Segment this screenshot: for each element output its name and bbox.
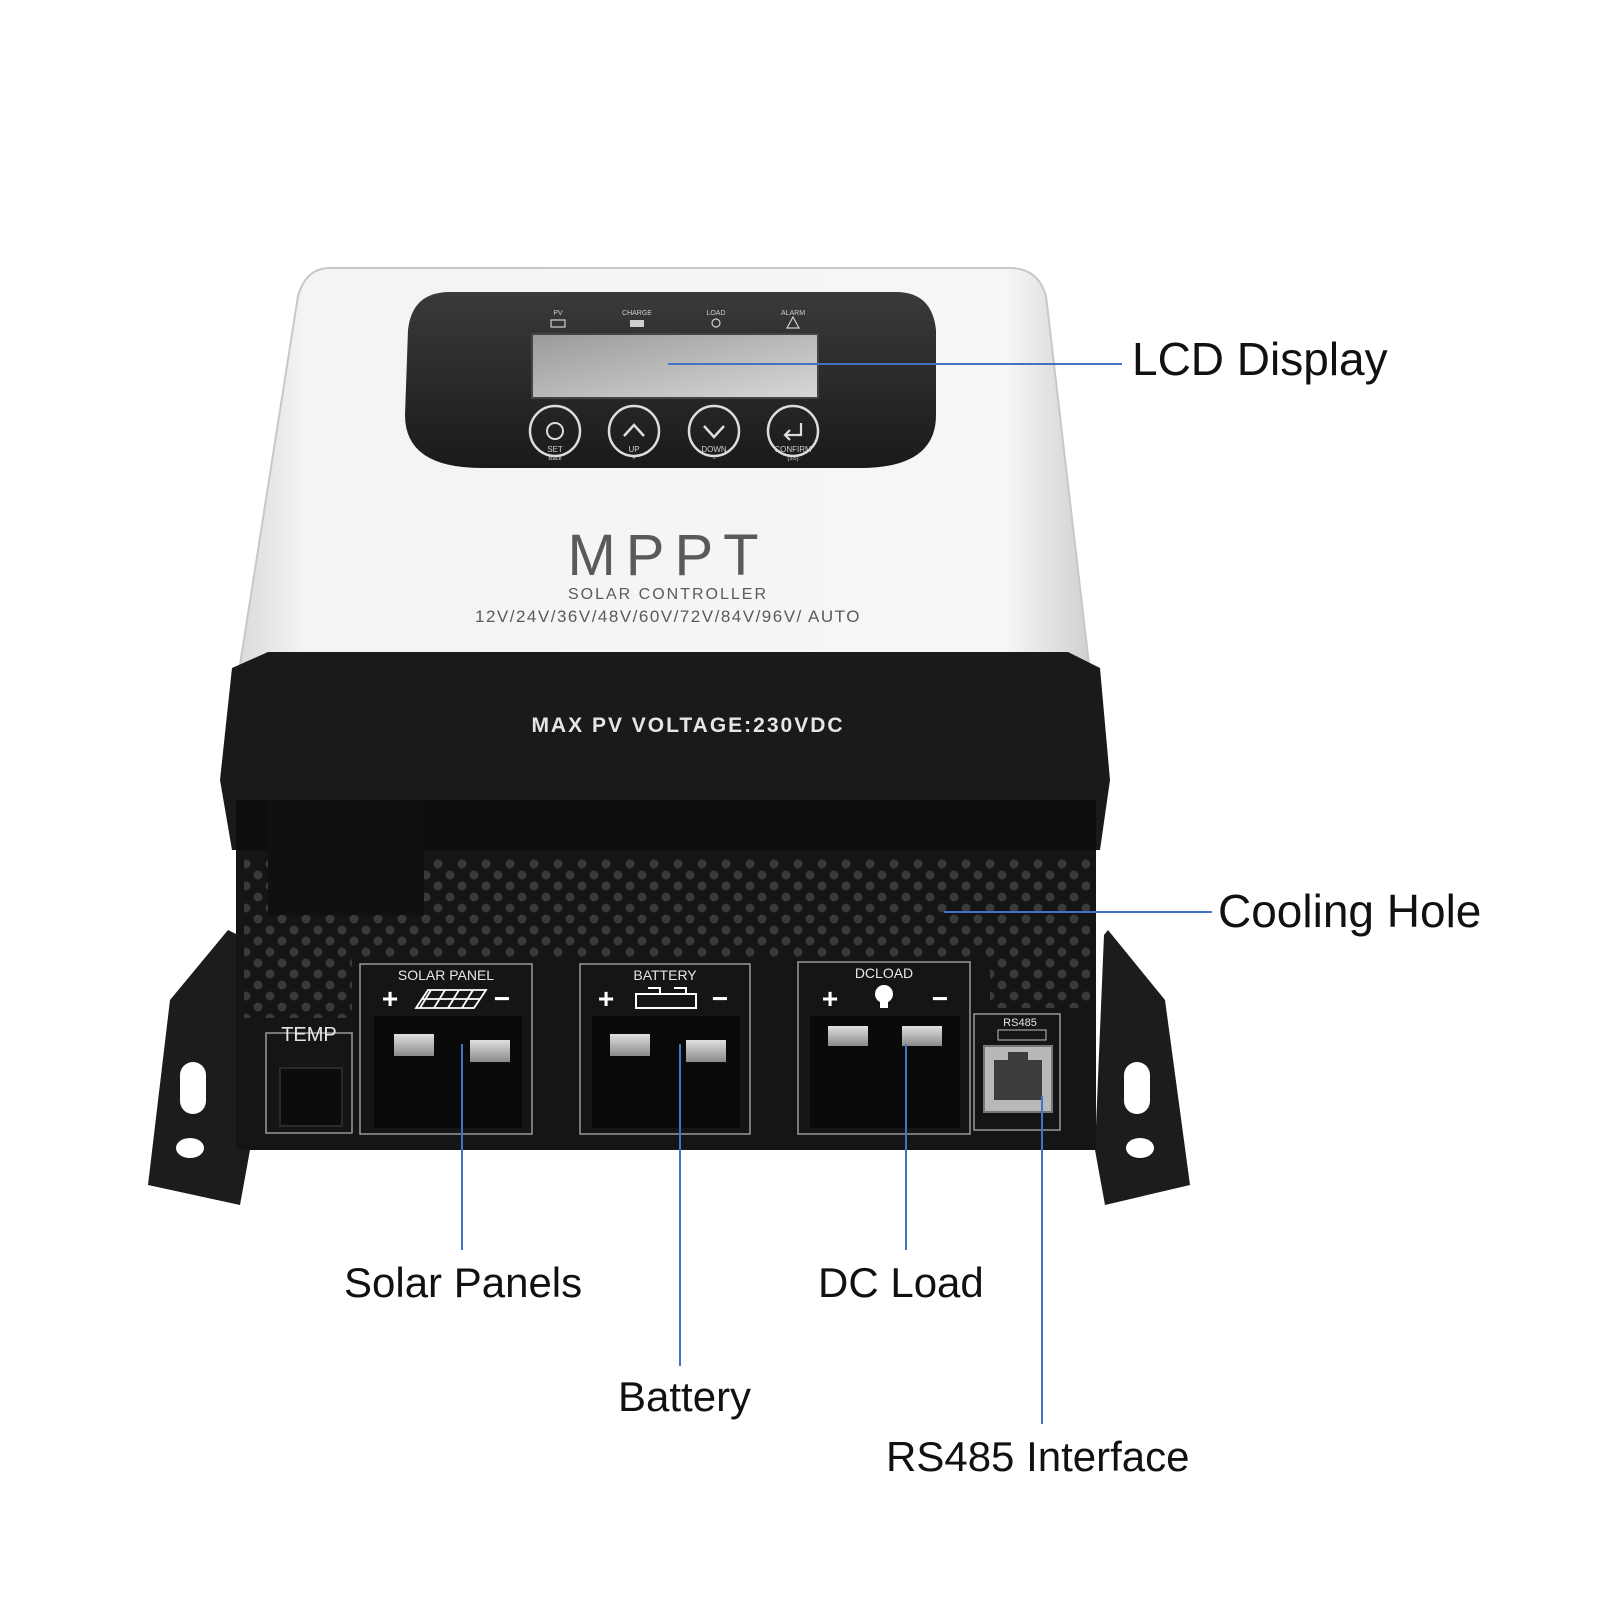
temp-label: TEMP — [281, 1024, 337, 1046]
button-row: SET Back UP + DOWN − CONFIRM (3S) — [528, 404, 820, 462]
dcload-plus: + — [822, 983, 838, 1014]
refresh-icon — [546, 422, 564, 440]
battery-callout: Battery — [618, 1373, 752, 1420]
brand-title: MPPT — [567, 523, 768, 588]
warning-indicator-icon — [785, 315, 801, 329]
chevron-up-icon — [623, 423, 645, 437]
solar-terminal-block — [374, 1016, 522, 1128]
enter-icon — [783, 423, 803, 441]
dcload-minus: − — [932, 983, 948, 1014]
button-sublabel: + — [632, 456, 636, 462]
indicator-label: LOAD — [706, 310, 725, 317]
button-label: CONFIRM — [774, 445, 812, 454]
cooling-holes-side-left — [244, 958, 352, 1018]
indicator-label: PV — [553, 310, 563, 317]
rs485-label: RS485 — [1003, 1017, 1037, 1029]
battery-terminal-plus-screw[interactable] — [610, 1034, 650, 1056]
confirm-button[interactable] — [766, 404, 820, 458]
battery-indicator-icon — [630, 320, 644, 327]
button-sublabel: Back — [548, 456, 562, 462]
lcd-display-callout: LCD Display — [1132, 333, 1388, 385]
battery-plus: + — [598, 983, 614, 1014]
chevron-down-icon — [703, 425, 725, 439]
voltage-range: 12V/24V/36V/48V/60V/72V/84V/96V/ AUTO — [475, 607, 861, 626]
temp-port — [279, 1067, 343, 1127]
dcload-label: DCLOAD — [855, 965, 913, 981]
brand-subtitle: SOLAR CONTROLLER — [568, 586, 768, 603]
rs485-port-socket — [994, 1060, 1042, 1100]
pv-indicator-icon — [550, 319, 566, 328]
solar-terminal-minus-screw[interactable] — [470, 1040, 510, 1062]
max-pv-voltage: MAX PV VOLTAGE:230VDC — [531, 714, 844, 737]
solar-panels-callout: Solar Panels — [344, 1259, 583, 1306]
button-sublabel: − — [712, 456, 716, 462]
button-label: UP — [628, 445, 639, 454]
rs485-led-row — [997, 1029, 1047, 1041]
button-sublabel: (3S) — [787, 456, 798, 462]
cooling-holes-side-right — [990, 958, 1090, 1008]
bracket-slot-right — [1124, 1062, 1150, 1114]
indicator-row: PV CHARGE LOAD ALARM — [550, 310, 805, 329]
indicator-label: ALARM — [781, 310, 805, 317]
down-button[interactable] — [687, 404, 741, 458]
solar-terminal-plus-screw[interactable] — [394, 1034, 434, 1056]
bulb-indicator-icon — [711, 318, 721, 328]
bracket-hole-left — [176, 1138, 204, 1158]
battery-terminal-block — [592, 1016, 740, 1128]
solar-panel-icon — [414, 989, 488, 1009]
battery-icon — [635, 987, 697, 1009]
solar-minus: − — [494, 983, 510, 1014]
bulb-icon — [875, 985, 893, 1003]
temp-port-frame — [265, 1032, 353, 1134]
dcload-terminal-frame — [797, 961, 971, 1135]
rs485-port-latch — [1008, 1052, 1028, 1062]
dcload-terminal-minus-screw[interactable] — [902, 1026, 942, 1046]
battery-minus: − — [712, 983, 728, 1014]
button-label: SET — [547, 445, 563, 454]
set-button[interactable] — [528, 404, 582, 458]
bracket-slot-left — [180, 1062, 206, 1114]
button-label: DOWN — [701, 445, 727, 454]
battery-terminal-minus-screw[interactable] — [686, 1040, 726, 1062]
battery-label: BATTERY — [633, 967, 697, 983]
cooling-hole-callout: Cooling Hole — [1218, 885, 1482, 937]
lcd-screen — [531, 333, 819, 399]
indicator-label: CHARGE — [622, 310, 652, 317]
battery-terminal-frame — [579, 963, 751, 1135]
up-button[interactable] — [607, 404, 661, 458]
bulb-base-icon — [880, 1002, 888, 1008]
dc-load-callout: DC Load — [818, 1259, 984, 1306]
solar-terminal-frame — [359, 963, 533, 1135]
rs485-interface-callout: RS485 Interface — [886, 1433, 1190, 1480]
rs485-frame — [973, 1013, 1061, 1131]
solar-panel-label: SOLAR PANEL — [398, 967, 494, 983]
solar-plus: + — [382, 983, 398, 1014]
leader-lines — [461, 363, 1212, 1424]
vent-shadow — [268, 800, 424, 915]
dcload-terminal-plus-screw[interactable] — [828, 1026, 868, 1046]
bracket-hole-right — [1126, 1138, 1154, 1158]
